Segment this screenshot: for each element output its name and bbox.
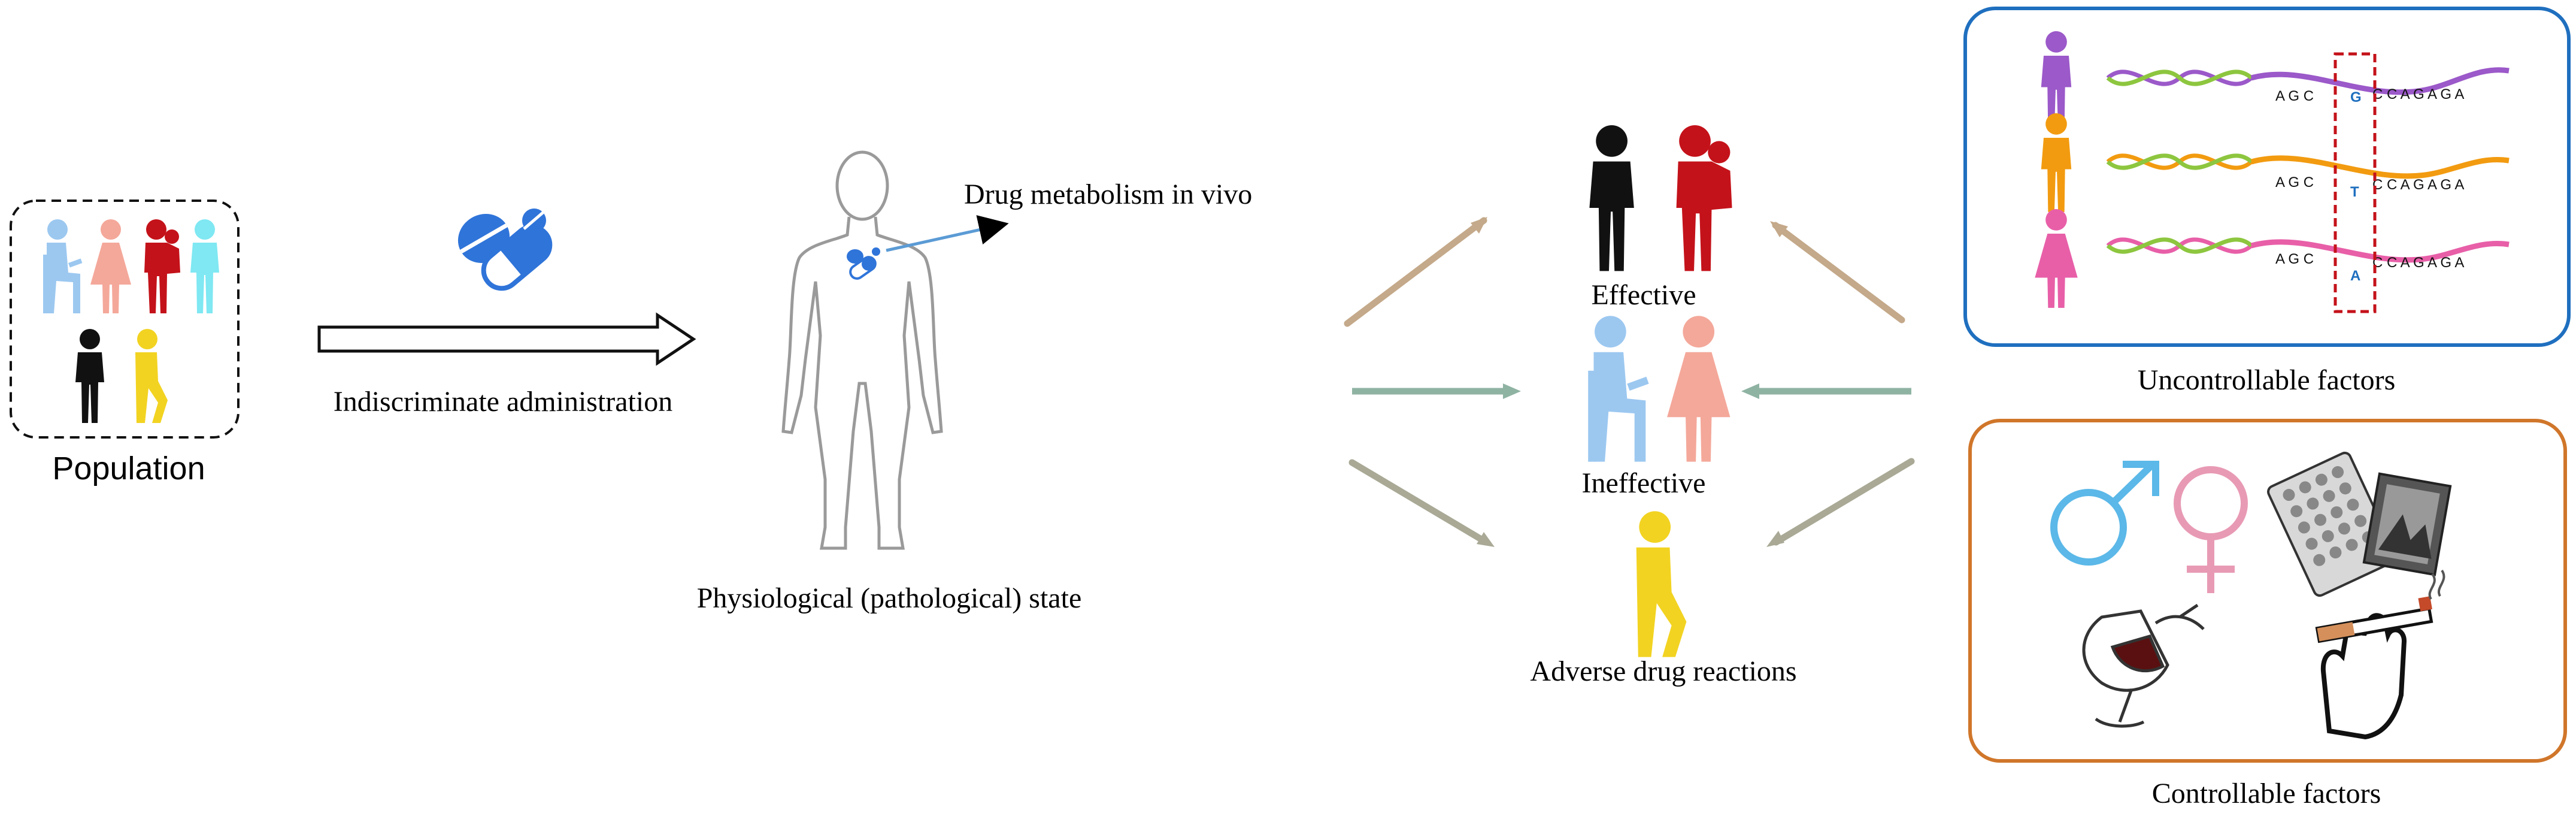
population-label: Population [52, 451, 205, 486]
uncontrollable-box [1963, 7, 2571, 347]
sequence-suffix: C C A G A G A [2372, 177, 2464, 193]
effective-group [1589, 125, 1732, 271]
cigarette-icon [2315, 569, 2445, 740]
metabolism-label: Drug metabolism in vivo [964, 179, 1252, 210]
seated-person-icon [43, 219, 83, 313]
pill-icon [847, 247, 880, 280]
person-icon [190, 219, 219, 313]
pill-icon [457, 208, 553, 291]
elderly-with-cane-icon [1636, 511, 1700, 657]
controllable-box [1968, 419, 2567, 763]
adverse-arrow [1348, 459, 1490, 546]
wine-glass-icon [2082, 603, 2205, 728]
adverse-label: Adverse drug reactions [1530, 655, 1796, 687]
woman-icon [90, 219, 131, 313]
ineffective-group [1588, 316, 1731, 462]
medicine-blister-icon [2267, 451, 2452, 597]
administration-arrow [317, 312, 696, 366]
controllable-adverse-arrow [1772, 458, 1915, 546]
sequence-variant: G [2350, 89, 2362, 105]
male-symbol-icon [2050, 461, 2159, 566]
sequence-suffix: C C A G A G A [2372, 255, 2464, 271]
elderly-with-cane-icon [135, 329, 176, 423]
sequence-prefix: A G C [2275, 174, 2314, 191]
population-box [10, 200, 240, 439]
genetic-variation-panel: A G C G C C A G A G A A G C T C C A G A … [2035, 31, 2510, 313]
dna-helix-icon [2106, 237, 2510, 263]
uncontrollable-effective-arrow [1772, 222, 1905, 324]
sequence-variant: T [2350, 184, 2359, 200]
ineffective-label: Ineffective [1582, 467, 1706, 499]
person-icon [1589, 125, 1634, 271]
effective-label: Effective [1591, 279, 1696, 311]
metabolism-pointer-arrow [886, 215, 1009, 252]
human-silhouette-icon [781, 150, 943, 550]
female-symbol-icon [2174, 466, 2248, 593]
sequence-suffix: C C A G A G A [2372, 86, 2464, 102]
sequence-prefix: A G C [2275, 251, 2314, 267]
woman-icon [2035, 209, 2078, 308]
person-icon [2041, 113, 2072, 212]
controllable-label: Controllable factors [2152, 778, 2381, 809]
parent-with-child-icon [144, 219, 180, 313]
variant-highlight-box [2333, 52, 2377, 313]
sequence-variant: A [2350, 268, 2360, 284]
adverse-group [1636, 511, 1700, 657]
seated-person-icon [1588, 316, 1649, 462]
dna-helix-icon [2106, 153, 2510, 179]
uncontrollable-label: Uncontrollable factors [2138, 364, 2396, 396]
parent-with-child-icon [1676, 125, 1732, 271]
person-icon [75, 329, 104, 423]
population-group [10, 200, 240, 439]
woman-icon [1667, 316, 1731, 462]
administration-label: Indiscriminate administration [334, 386, 673, 418]
dna-helix-icon [2106, 67, 2510, 95]
outcome-arrows-left [1344, 217, 1521, 547]
outcome-arrows-right [1741, 221, 1915, 547]
effective-arrow [1344, 217, 1487, 327]
sequence-prefix: A G C [2275, 88, 2314, 104]
state-label: Physiological (pathological) state [697, 582, 1082, 614]
